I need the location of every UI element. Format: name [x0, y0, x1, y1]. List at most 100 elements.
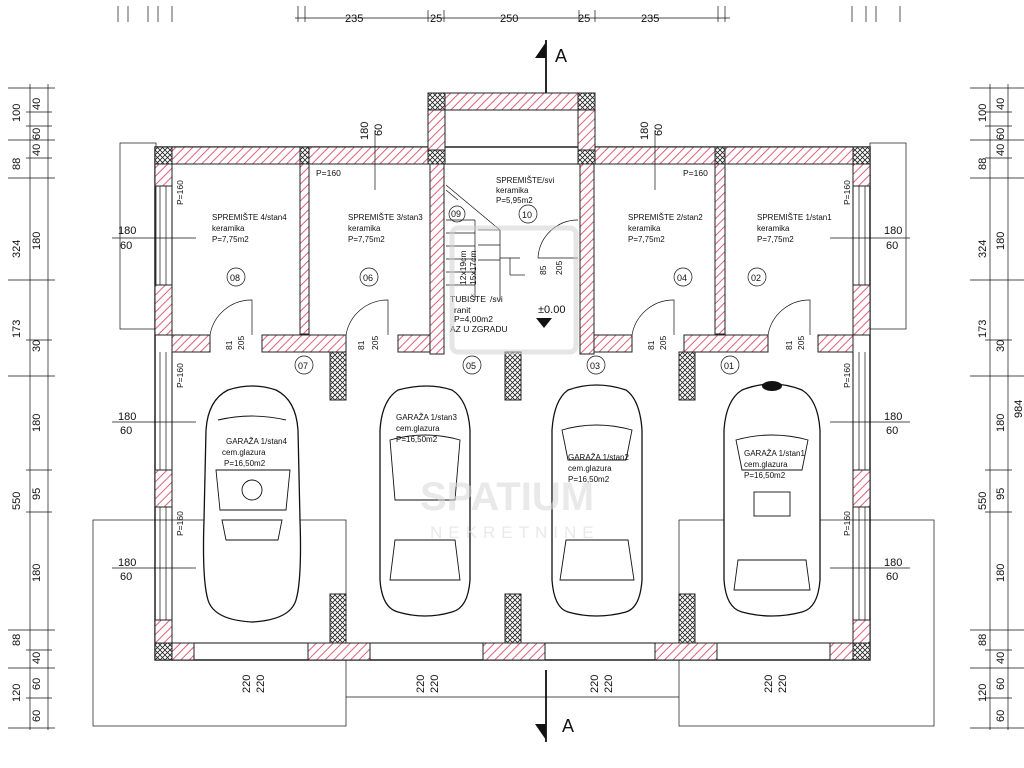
- svg-text:81: 81: [356, 340, 366, 350]
- svg-text:81: 81: [646, 340, 656, 350]
- svg-text:220: 220: [255, 675, 267, 693]
- watermark-text: SPATIUM: [420, 475, 594, 519]
- svg-text:P=160: P=160: [842, 180, 852, 205]
- svg-text:01: 01: [724, 361, 734, 371]
- storage-room-3: SPREMIŠTE 3/stan3 keramika P=7,75m2 06: [348, 213, 423, 287]
- svg-text:60: 60: [653, 124, 665, 136]
- car-icon: [551, 384, 643, 617]
- storage-room-4: SPREMIŠTE 4/stan4 keramika P=7,75m2 08: [212, 213, 287, 287]
- svg-text:550: 550: [11, 492, 23, 510]
- svg-text:220: 220: [589, 675, 601, 693]
- svg-text:205: 205: [796, 336, 806, 350]
- svg-text:60: 60: [373, 124, 385, 136]
- garage-2-label: GARAŽA 1/stan2 cem.glazura P=16,50m2: [568, 453, 629, 484]
- svg-text:220: 220: [415, 675, 427, 693]
- svg-text:cem.glazura: cem.glazura: [222, 448, 266, 457]
- svg-text:ranit: ranit: [454, 305, 471, 315]
- top-dim-5: 235: [641, 13, 659, 25]
- svg-text:120: 120: [977, 684, 989, 702]
- storage-room-common: SPREMIŠTE/svi keramika P=5,95m2 10: [496, 176, 554, 224]
- svg-text:81: 81: [784, 340, 794, 350]
- svg-text:180: 180: [995, 564, 1007, 582]
- svg-text:180: 180: [995, 414, 1007, 432]
- svg-text:12x19cm: 12x19cm: [458, 251, 468, 286]
- svg-text:205: 205: [370, 336, 380, 350]
- svg-text:220: 220: [603, 675, 615, 693]
- svg-text:205: 205: [554, 261, 564, 275]
- svg-text:P=7,75m2: P=7,75m2: [628, 235, 665, 244]
- svg-text:P=7,75m2: P=7,75m2: [212, 235, 249, 244]
- svg-text:P=160: P=160: [842, 363, 852, 388]
- car-icon: [379, 385, 471, 617]
- staircase: 09 12x19cm 15x17cm TUBIŠTE /svi ranit P=…: [445, 184, 579, 334]
- svg-text:GARAŽA 1/stan2: GARAŽA 1/stan2: [568, 453, 629, 462]
- svg-text:04: 04: [677, 273, 687, 283]
- garage-door-labels: 220 220 220 220 220 220 220 220: [194, 659, 830, 693]
- svg-text:88: 88: [11, 158, 23, 170]
- svg-text:AZ U ZGRADU: AZ U ZGRADU: [450, 324, 508, 334]
- garage-1-label: GARAŽA 1/stan1 cem.glazura P=16,50m2: [744, 449, 805, 480]
- svg-text:205: 205: [658, 336, 668, 350]
- svg-text:keramika: keramika: [212, 224, 245, 233]
- svg-text:SPREMIŠTE 1/stan1: SPREMIŠTE 1/stan1: [757, 213, 832, 222]
- svg-text:180: 180: [31, 564, 43, 582]
- svg-text:180: 180: [118, 225, 136, 237]
- svg-text:220: 220: [241, 675, 253, 693]
- svg-text:cem.glazura: cem.glazura: [396, 424, 440, 433]
- watermark-subtext: NEKRETNINE: [430, 523, 600, 542]
- svg-text:05: 05: [466, 361, 476, 371]
- svg-text:173: 173: [977, 320, 989, 338]
- svg-text:08: 08: [230, 273, 240, 283]
- svg-text:P=160: P=160: [175, 363, 185, 388]
- building-walls: [154, 92, 871, 661]
- svg-text:P=160: P=160: [316, 168, 341, 178]
- svg-text:220: 220: [777, 675, 789, 693]
- svg-text:P=16,50m2: P=16,50m2: [568, 475, 610, 484]
- svg-text:02: 02: [751, 273, 761, 283]
- svg-text:60: 60: [31, 128, 43, 140]
- svg-text:60: 60: [31, 678, 43, 690]
- svg-text:85: 85: [538, 265, 548, 275]
- svg-text:180: 180: [639, 122, 651, 140]
- svg-text:180: 180: [995, 232, 1007, 250]
- svg-text:P=16,50m2: P=16,50m2: [396, 435, 438, 444]
- top-dim-2: 25: [430, 13, 442, 25]
- svg-text:GARAŽA 1/stan3: GARAŽA 1/stan3: [396, 413, 457, 422]
- top-dim-3: 250: [500, 13, 518, 25]
- svg-text:81: 81: [224, 340, 234, 350]
- svg-text:40: 40: [995, 144, 1007, 156]
- svg-text:keramika: keramika: [496, 186, 529, 195]
- level-marker: ±0.00: [538, 304, 565, 316]
- svg-text:TUBIŠTE: TUBIŠTE: [450, 294, 486, 304]
- svg-text:180: 180: [31, 414, 43, 432]
- svg-text:10: 10: [522, 210, 532, 220]
- parapet-labels: P=160 P=160 P=160 P=160 P=160 P=160 P=16…: [175, 168, 852, 536]
- svg-text:/svi: /svi: [490, 294, 503, 304]
- top-dimension-line: 235 25 250 25 235: [117, 6, 901, 25]
- svg-text:60: 60: [886, 571, 898, 583]
- svg-text:180: 180: [118, 411, 136, 423]
- svg-text:06: 06: [363, 273, 373, 283]
- svg-text:40: 40: [995, 652, 1007, 664]
- svg-text:cem.glazura: cem.glazura: [744, 460, 788, 469]
- svg-text:180: 180: [884, 411, 902, 423]
- svg-text:40: 40: [31, 98, 43, 110]
- svg-text:keramika: keramika: [348, 224, 381, 233]
- garage-numbers: 07 05 03 01: [294, 355, 740, 375]
- svg-text:100: 100: [11, 104, 23, 122]
- storage-room-1: SPREMIŠTE 1/stan1 keramika P=7,75m2 02: [747, 213, 832, 287]
- svg-text:180: 180: [31, 232, 43, 250]
- svg-text:88: 88: [977, 158, 989, 170]
- svg-text:40: 40: [995, 98, 1007, 110]
- car-icon: [202, 385, 302, 623]
- svg-text:95: 95: [31, 488, 43, 500]
- svg-text:180: 180: [884, 225, 902, 237]
- svg-text:60: 60: [886, 425, 898, 437]
- svg-text:30: 30: [995, 340, 1007, 352]
- garage-3-label: GARAŽA 1/stan3 cem.glazura P=16,50m2: [396, 413, 457, 444]
- svg-text:100: 100: [977, 104, 989, 122]
- top-dim-4: 25: [578, 13, 590, 25]
- svg-text:30: 30: [31, 340, 43, 352]
- storage-doors: 81 205 81 205 81 205 81 205: [209, 299, 811, 350]
- svg-text:550: 550: [977, 492, 989, 510]
